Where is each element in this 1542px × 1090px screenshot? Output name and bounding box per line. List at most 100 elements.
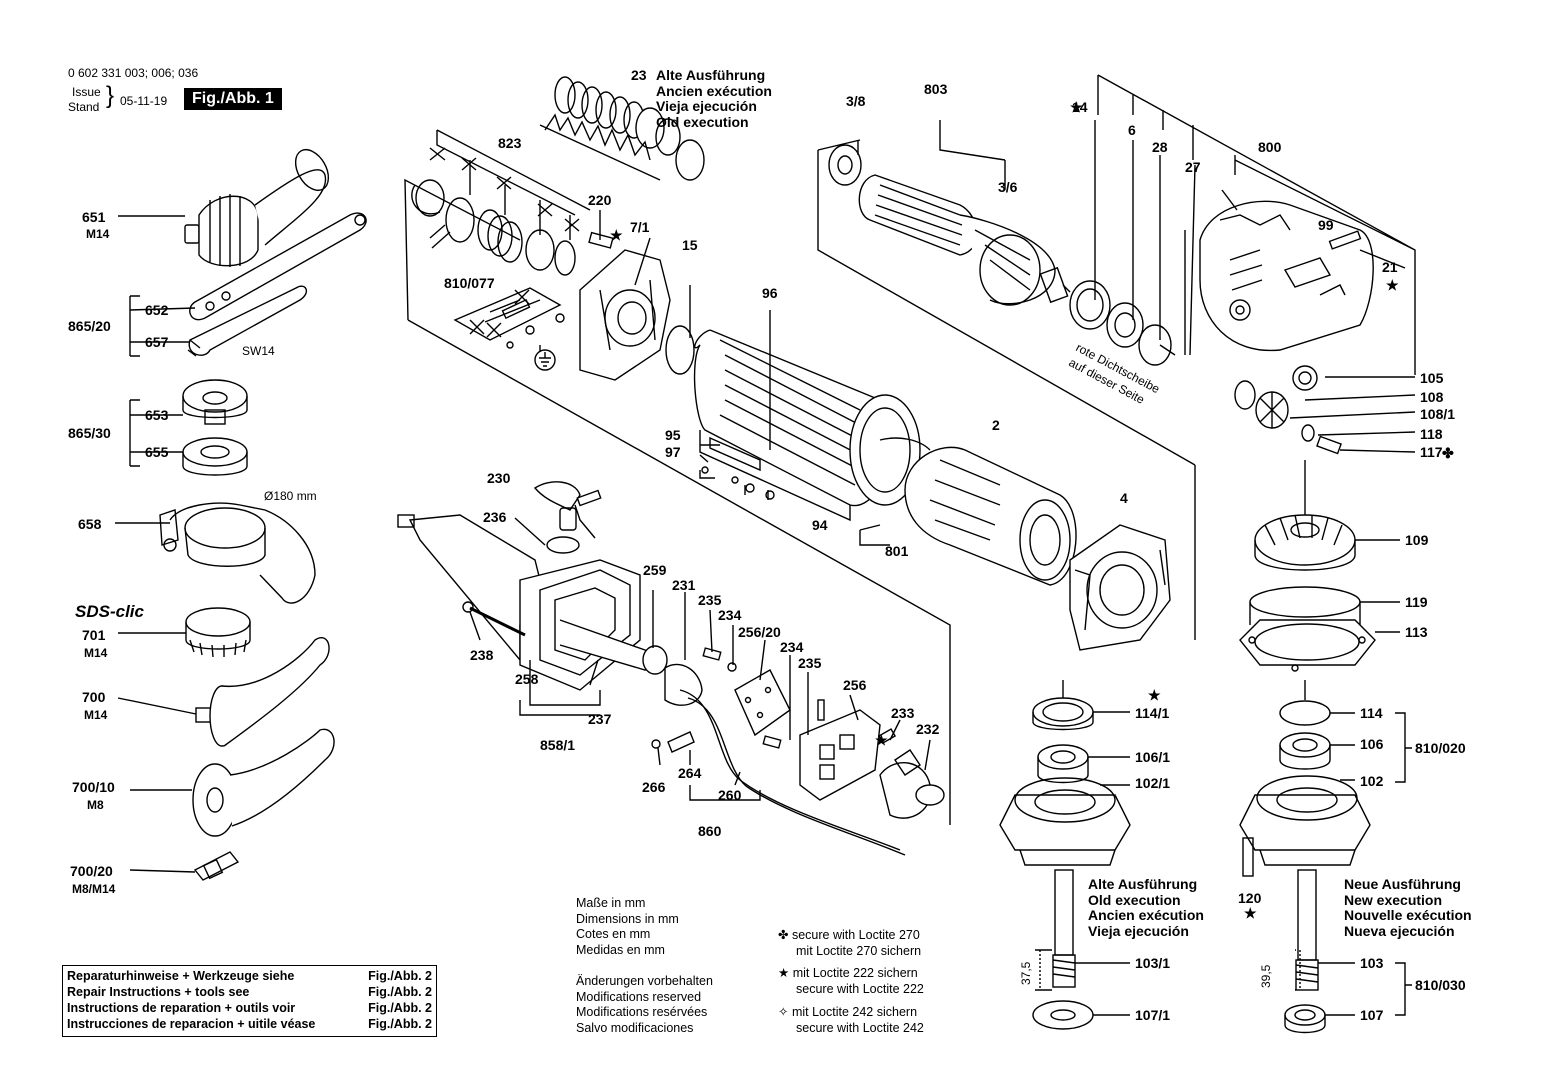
label-658: 658 [78, 516, 102, 532]
washer-27 [1234, 380, 1256, 410]
sds-nut-701 [185, 607, 251, 658]
label-653: 653 [145, 407, 169, 423]
label-3-6: 3/6 [998, 179, 1018, 195]
washer-236 [546, 536, 580, 554]
wrench-652 [189, 212, 367, 321]
circlip-114 [1279, 700, 1331, 726]
label-810-077: 810/077 [444, 275, 495, 291]
label-27: 27 [1185, 159, 1201, 175]
label-14: 14 [1072, 99, 1088, 115]
label-23: 23 [631, 67, 647, 83]
screws-95-97 [699, 466, 775, 500]
label-2: 2 [992, 417, 1000, 433]
label-28: 28 [1152, 139, 1168, 155]
crown-gear-109 [1254, 460, 1356, 571]
dim-37-5: 37,5 [1019, 961, 1033, 985]
bearing-6 [1106, 302, 1144, 348]
new-execution-bottom: Neue Ausführung New execution Nouvelle e… [1344, 876, 1472, 939]
label-655: 655 [145, 444, 169, 460]
gasket-113 [1239, 619, 1376, 672]
label-237: 237 [588, 711, 612, 727]
dim-39-5: 39,5 [1259, 964, 1273, 988]
label-651: 651 [82, 209, 106, 225]
label-118: 118 [1420, 426, 1443, 442]
label-21: 21 [1382, 259, 1398, 275]
bushing-105 [1292, 365, 1318, 391]
stator-2 [879, 437, 1077, 586]
adapter-700-20 [193, 851, 240, 881]
screw-238 [462, 601, 526, 637]
label-700-20: 700/20 [70, 863, 113, 879]
star-14: ★ [1070, 99, 1083, 115]
issue-label: Issue [72, 85, 101, 99]
star-233: ★ [875, 732, 888, 748]
figure-badge: Fig./Abb. 1 [184, 88, 282, 110]
label-230: 230 [487, 470, 511, 486]
label-800: 800 [1258, 139, 1282, 155]
label-99: 99 [1318, 217, 1334, 233]
guard-658 [159, 502, 316, 604]
label-6: 6 [1128, 122, 1136, 138]
loctite-270-icon: ✤ [778, 928, 789, 942]
label-102: 102 [1360, 773, 1384, 789]
label-119: 119 [1405, 594, 1428, 610]
label-858-1: 858/1 [540, 737, 575, 753]
label-235: 235 [698, 592, 722, 608]
label-234: 234 [718, 607, 742, 623]
seal-114-1 [1032, 697, 1094, 731]
label-256: 256 [843, 677, 867, 693]
label-865-30: 865/30 [68, 425, 111, 441]
label-7-1: 7/1 [630, 219, 650, 235]
old-execution-springs-23 [539, 76, 705, 181]
issue-date: 05-11-19 [120, 94, 168, 108]
pinion-108 [1255, 391, 1289, 429]
loctite-270-note: ✤ secure with Loctite 270 mit Loctite 27… [778, 928, 922, 958]
label-235b: 235 [798, 655, 822, 671]
label-114-1: 114/1 [1135, 705, 1169, 721]
label-114: 114 [1360, 705, 1383, 721]
label-810-030: 810/030 [1415, 977, 1466, 993]
sds-clic-label: SDS-clic [75, 602, 144, 621]
label-4: 4 [1120, 490, 1128, 506]
label-657: 657 [145, 334, 169, 350]
label-810-020: 810/020 [1415, 740, 1466, 756]
label-651-sub: M14 [86, 227, 110, 241]
clip-group-823 [411, 129, 591, 276]
label-700-20-sub: M8/M14 [72, 882, 116, 896]
star-120: ★ [1244, 905, 1257, 921]
switch-256 [799, 699, 881, 801]
label-256-20: 256/20 [738, 624, 781, 640]
label-232: 232 [916, 721, 940, 737]
bearing-106-1 [1037, 744, 1089, 784]
label-106-1: 106/1 [1135, 749, 1170, 765]
handle-700 [195, 637, 330, 747]
label-236: 236 [483, 509, 507, 525]
clip-264 [651, 731, 695, 753]
washer-107-1 [1032, 1000, 1094, 1030]
suppressor-232 [879, 749, 945, 819]
washer-118 [1301, 424, 1315, 442]
switch-parts-810-077 [453, 287, 565, 371]
nut-655 [182, 437, 248, 476]
label-700-sub: M14 [84, 708, 108, 722]
gear-housing-800 [1199, 200, 1374, 352]
armature-803 [828, 144, 1071, 306]
label-96: 96 [762, 285, 778, 301]
label-233: 233 [891, 705, 915, 721]
label-701-sub: M14 [84, 646, 108, 660]
washer-234 [727, 662, 737, 672]
label-264: 264 [678, 765, 702, 781]
part-numbers: 0 602 331 003; 006; 036 [68, 66, 199, 80]
screw-220 [588, 231, 614, 249]
old-execution-bottom: Alte Ausführung Old execution Ancien exé… [1088, 876, 1204, 939]
label-117: 117 [1420, 444, 1443, 460]
label-700: 700 [82, 689, 106, 705]
label-823: 823 [498, 135, 522, 151]
handle-housing-258 [397, 514, 641, 691]
label-103-1: 103/1 [1135, 955, 1170, 971]
screw-21 [1328, 230, 1362, 250]
loctite-222-note: ★ mit Loctite 222 sichern secure with Lo… [778, 966, 924, 996]
label-107-1: 107/1 [1135, 1007, 1170, 1023]
star-21: ★ [1386, 277, 1399, 293]
